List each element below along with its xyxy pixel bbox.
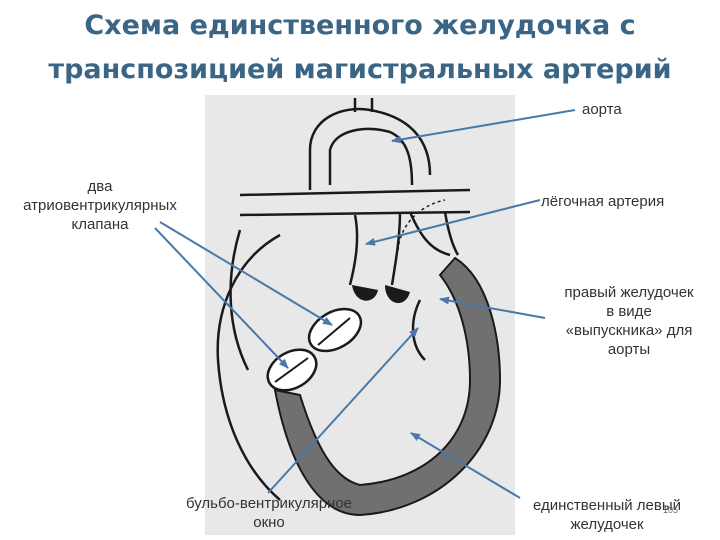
pulmonary-trunk <box>408 211 460 257</box>
label-bulboventricular-line-2: окно <box>253 514 285 531</box>
label-av-valves-line-1: два <box>87 178 113 195</box>
label-bulboventricular: бульбо-вентрикулярное окно <box>166 494 372 532</box>
aortic-valve-right <box>385 285 410 304</box>
arrow-pulmonary <box>365 199 541 246</box>
arrow-aorta <box>391 109 576 144</box>
av-valve-lower-line <box>274 357 309 383</box>
outlet-chamber-edge <box>411 299 426 361</box>
label-right-ventricle-line-3: «выпускника» для <box>565 322 693 339</box>
label-right-ventricle-line-4: аорты <box>607 341 651 358</box>
label-right-ventricle-line-1: правый желудочек <box>564 284 694 301</box>
label-single-left-ventricle: единственный левый желудочек <box>515 496 699 534</box>
label-aorta-text: аорта <box>582 101 622 118</box>
label-av-valves-line-3: клапана <box>71 216 129 233</box>
aortic-arch <box>308 107 432 190</box>
pulmonary-dashed <box>397 199 446 251</box>
page-number: 105 <box>663 505 679 515</box>
label-single-left-ventricle-line-1: единственный левый <box>532 497 682 514</box>
label-right-ventricle: правый желудочек в виде «выпускника» для… <box>540 283 718 359</box>
label-av-valves-line-2: атриовентрикулярных <box>23 197 177 214</box>
label-aorta: аорта <box>582 100 622 119</box>
arrow-right-ventricle <box>439 296 546 319</box>
heart-left-outline <box>216 233 281 501</box>
arrow-single-ventricle <box>410 432 521 499</box>
label-pulmonary-artery-text: лёгочная артерия <box>541 193 665 210</box>
av-valve-upper-line <box>317 317 351 346</box>
aorta-branch <box>353 98 374 112</box>
ventricle-wall <box>273 256 502 517</box>
aorta-trunk <box>348 211 402 286</box>
label-bulboventricular-line-1: бульбо-вентрикулярное <box>185 495 353 512</box>
label-right-ventricle-line-2: в виде <box>606 303 652 320</box>
arrow-bulboventricular <box>267 327 419 494</box>
aortic-valve-left <box>352 285 378 301</box>
label-pulmonary-artery: лёгочная артерия <box>541 192 664 211</box>
title-line-2: транспозицией магистральных артерий <box>48 54 672 85</box>
label-single-left-ventricle-line-2: желудочек <box>570 516 644 533</box>
arrow-av-valve-upper <box>159 221 333 326</box>
aortic-inner <box>328 127 414 186</box>
transverse-vessel <box>239 188 471 217</box>
heart-inner-outline <box>229 229 250 371</box>
title-line-1: Схема единственного желудочка с <box>84 10 636 41</box>
slide-title: Схема единственного желудочка с транспоз… <box>0 4 720 92</box>
arrow-av-valve-lower <box>154 227 289 369</box>
label-av-valves: два атриовентрикулярных клапана <box>2 177 198 234</box>
